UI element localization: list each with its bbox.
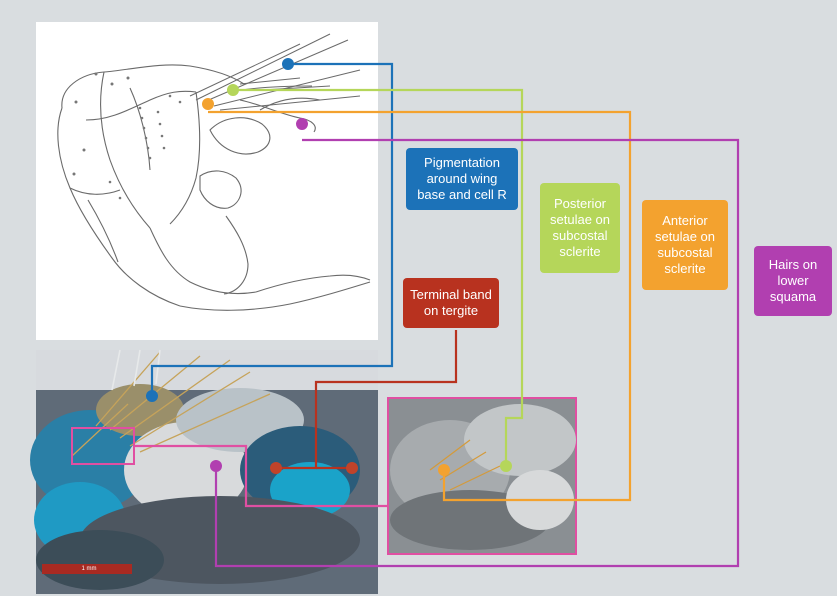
drawing-setae-dots bbox=[72, 72, 182, 200]
label-pigmentation-text: Pigmentation around wing base and cell R bbox=[417, 155, 507, 202]
dot-pigmentation-photo bbox=[146, 390, 158, 402]
scale-bar-label: 1 mm bbox=[81, 566, 97, 572]
fly-thorax-outline bbox=[57, 64, 371, 311]
label-terminal-band-text: Terminal band on tergite bbox=[410, 287, 492, 318]
connector-pigmentation bbox=[150, 62, 394, 396]
label-anterior-setulae-text: Anterior setulae on subcostal sclerite bbox=[655, 213, 715, 276]
label-hairs-text: Hairs on lower squama bbox=[768, 257, 818, 304]
label-posterior-setulae: Posterior setulae on subcostal sclerite bbox=[540, 183, 620, 273]
dot-anterior-inset bbox=[438, 464, 450, 476]
dot-posterior-drawing bbox=[227, 84, 239, 96]
dot-hairs-photo bbox=[210, 460, 222, 472]
connector-terminal bbox=[276, 330, 458, 470]
dot-terminal-right bbox=[346, 462, 358, 474]
label-pigmentation: Pigmentation around wing base and cell R bbox=[406, 148, 518, 210]
dot-anterior-drawing bbox=[202, 98, 214, 110]
specimen-photo bbox=[30, 349, 378, 594]
inset-photo bbox=[387, 397, 577, 555]
line-drawing-panel bbox=[36, 22, 378, 340]
connector-hairs bbox=[214, 138, 740, 568]
label-anterior-setulae: Anterior setulae on subcostal sclerite bbox=[642, 200, 728, 290]
dot-pigmentation-drawing bbox=[282, 58, 294, 70]
dot-posterior-inset bbox=[500, 460, 512, 472]
connector-inset bbox=[134, 444, 388, 508]
connectors bbox=[134, 62, 740, 568]
connector-anterior bbox=[208, 110, 632, 502]
connector-posterior bbox=[233, 88, 524, 466]
label-posterior-setulae-text: Posterior setulae on subcostal sclerite bbox=[550, 196, 610, 259]
dot-hairs-drawing bbox=[296, 118, 308, 130]
label-terminal-band: Terminal band on tergite bbox=[403, 278, 499, 328]
label-hairs-lower-squama: Hairs on lower squama bbox=[754, 246, 832, 316]
dot-terminal-left bbox=[270, 462, 282, 474]
scale-bar bbox=[42, 564, 132, 574]
connector-dots bbox=[146, 58, 512, 476]
